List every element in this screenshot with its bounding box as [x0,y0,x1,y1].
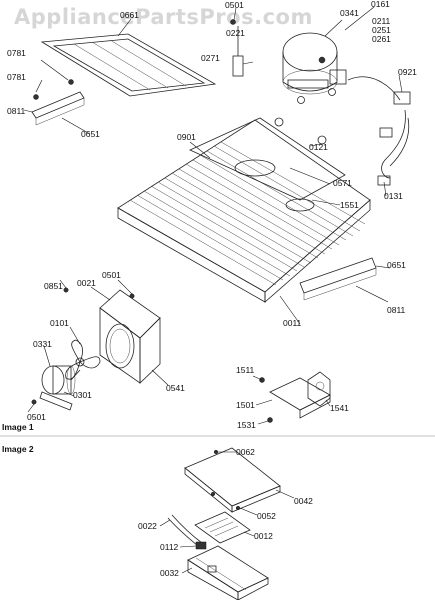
label-0032: 0032 [160,568,179,578]
condenser-base-0011 [117,117,371,303]
label-0651-left: 0651 [81,129,100,139]
label-0341: 0341 [340,8,359,18]
label-0851: 0851 [44,281,63,291]
label-0251: 0251 [372,25,391,35]
label-0661: 0661 [120,10,139,20]
label-0541: 0541 [166,383,185,393]
label-0042: 0042 [294,496,313,506]
label-0811-right: 0811 [387,305,406,315]
rail-0651-right [299,257,377,301]
fan-motor-0301 [39,365,81,411]
label-1551: 1551 [340,200,359,210]
label-0921: 0921 [398,67,417,77]
leader-lines-image2 [159,451,295,574]
condenser-grille [129,141,366,286]
section-label-image1: Image 1 [2,422,34,432]
label-0571: 0571 [333,178,352,188]
leader-lines-image1 [23,6,403,425]
label-0211: 0211 [372,16,391,26]
label-0012: 0012 [254,531,273,541]
label-0011: 0011 [283,318,302,328]
label-1531: 1531 [237,420,256,430]
label-0221: 0221 [226,28,245,38]
cover-0042 [184,447,281,513]
cover-panel-0661 [40,33,217,97]
label-0301: 0301 [73,390,92,400]
fan-shroud-0541 [99,289,161,384]
label-0811-left: 0811 [7,106,26,116]
label-1541: 1541 [330,403,349,413]
label-0131: 0131 [384,191,403,201]
compressor-0341 [282,32,347,104]
screw-0501-mid [129,293,135,299]
label-0501-bottom: 0501 [27,412,46,422]
label-1511: 1511 [236,365,255,375]
label-0112: 0112 [160,542,179,552]
label-1501: 1501 [236,400,255,410]
label-0161: 0161 [371,0,390,9]
label-0121: 0121 [309,142,328,152]
label-0022: 0022 [138,521,157,531]
label-0101: 0101 [50,318,69,328]
section-label-image2: Image 2 [2,444,34,454]
fan-blade-0101 [65,339,101,380]
label-0052: 0052 [257,511,276,521]
label-0781-a: 0781 [7,48,26,58]
label-0021: 0021 [77,278,96,288]
label-0271: 0271 [201,53,220,63]
screw-0851 [63,287,69,293]
bracket-1501 [259,371,331,423]
grommet-0121b [274,117,284,127]
watermark: AppliancePartsPros.com [14,5,313,29]
bracket-0811-left [31,79,85,126]
label-0781-b: 0781 [7,72,26,82]
label-0901: 0901 [177,132,196,142]
housing-0032 [187,545,269,600]
wiring-harness-0131 [347,76,411,186]
screw-0501-bottom [31,399,37,405]
label-0062: 0062 [236,447,255,457]
control-board-0012 [194,491,251,544]
label-0651-right: 0651 [387,260,406,270]
label-0331: 0331 [33,339,52,349]
part-0271 [232,55,244,77]
label-0501-top: 0501 [225,0,244,10]
screw-0501-top [230,19,236,25]
label-0261: 0261 [372,34,391,44]
label-0501-mid: 0501 [102,270,121,280]
